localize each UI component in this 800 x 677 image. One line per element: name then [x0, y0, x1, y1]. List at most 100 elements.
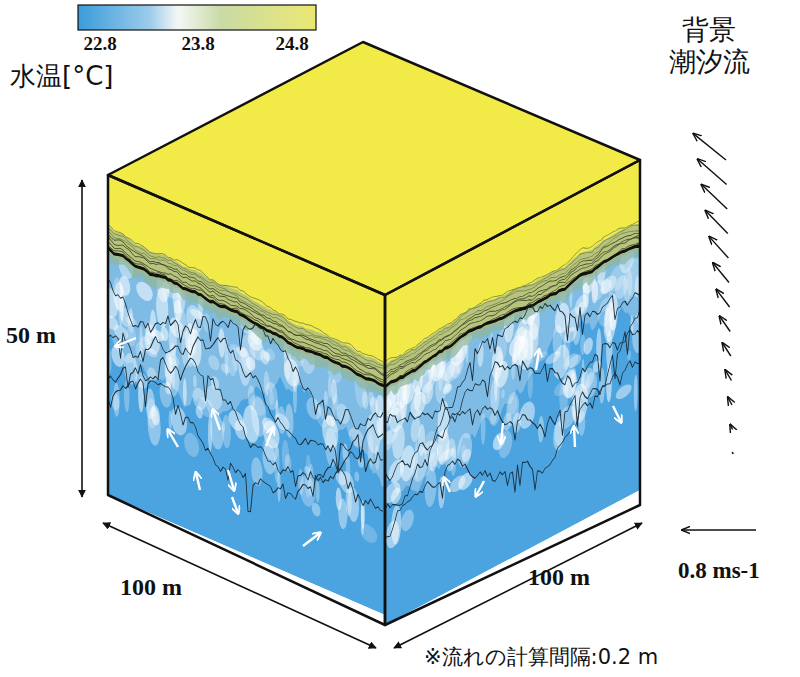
flow-arrow [444, 478, 450, 492]
ocean-texture [108, 260, 383, 444]
ocean-texture [251, 455, 262, 488]
ocean-texture [559, 376, 568, 416]
flow-arrow [196, 473, 200, 490]
ocean-texture [208, 414, 212, 453]
ocean-texture [316, 479, 320, 503]
ocean-texture [596, 327, 601, 366]
ocean-texture [366, 411, 380, 457]
tide-arrow [725, 370, 731, 381]
tidal-flow-arrows [693, 134, 733, 454]
flow-arrow [168, 430, 178, 447]
dimension-arrow [103, 523, 376, 648]
ocean-texture [260, 348, 269, 366]
ocean-texture [108, 322, 383, 524]
ocean-texture [360, 521, 377, 546]
tick-value: 22.8 [83, 33, 116, 55]
flow-arrow [266, 428, 273, 446]
flow-arrow [232, 497, 238, 513]
ocean-texture [336, 486, 342, 511]
ocean-texture [490, 410, 497, 426]
ocean-texture [528, 368, 533, 400]
ocean-texture [401, 507, 414, 534]
ocean-texture [571, 367, 576, 380]
tide-arrow [693, 134, 726, 160]
tide-arrow [732, 452, 733, 454]
ocean-texture [232, 342, 239, 373]
ocean-texture [324, 390, 328, 406]
flow-title: 背景 潮汐流 [650, 14, 768, 79]
ocean-texture [328, 375, 332, 399]
ocean-texture [425, 465, 437, 509]
tick-value: 23.8 [181, 33, 214, 55]
ocean-texture [481, 412, 486, 446]
flow-arrow [574, 427, 575, 447]
ocean-texture [385, 425, 398, 447]
ocean-texture [312, 501, 321, 518]
tide-arrow [728, 397, 732, 405]
ocean-texture [293, 379, 297, 414]
ocean-texture [634, 374, 638, 412]
flow-arrow [536, 350, 539, 370]
ocean-texture [111, 343, 124, 370]
flow-arrows [116, 338, 621, 546]
flow-arrow [476, 481, 484, 496]
dimension-label: 100 m [120, 574, 182, 602]
ocean-texture [222, 413, 231, 450]
dimension-label: 100 m [528, 564, 590, 592]
tide-arrow [722, 343, 730, 356]
ocean-texture [568, 352, 582, 371]
ocean-texture [385, 478, 400, 506]
ocean-texture [616, 382, 632, 402]
colour-bar [78, 5, 316, 30]
flow-arrow [303, 533, 320, 546]
ocean-texture [193, 374, 197, 389]
ocean-texture [391, 503, 401, 548]
dimension-arrow [81, 180, 83, 497]
ocean-texture [206, 382, 222, 413]
ocean-texture [184, 430, 199, 460]
ocean-texture [277, 469, 280, 502]
tide-arrow [719, 316, 730, 332]
top-face [108, 42, 640, 295]
tide-arrow [705, 211, 727, 234]
ocean-texture [182, 329, 191, 369]
ocean-texture [445, 380, 451, 394]
ocean-texture [601, 277, 611, 297]
tick-value: 24.8 [275, 33, 308, 55]
ocean-texture [385, 317, 640, 529]
ocean-texture [218, 327, 225, 359]
ocean-texture [165, 381, 171, 396]
ocean-texture [337, 401, 350, 426]
ocean-texture [354, 471, 359, 483]
side-outline [385, 160, 640, 625]
ocean-texture [108, 361, 383, 570]
ocean-texture [497, 327, 507, 364]
ocean-texture [615, 272, 628, 301]
scale-label: 0.8 ms-1 [678, 558, 760, 584]
ocean-texture [368, 390, 374, 408]
tide-arrow [730, 424, 733, 429]
dimension-label: 50 m [6, 322, 56, 350]
ocean-texture [248, 384, 255, 413]
ocean-texture [478, 341, 484, 369]
note: ※流れの計算間隔:0.2 m [424, 645, 658, 669]
ocean-texture [580, 333, 585, 357]
ocean-texture [519, 398, 535, 432]
ocean-texture [385, 356, 640, 570]
ocean-texture [511, 361, 515, 381]
flow-arrow [228, 470, 234, 490]
ocean-texture [438, 398, 450, 444]
flow-arrow [116, 338, 136, 346]
flow-arrow [501, 423, 503, 443]
ocean-texture [334, 392, 338, 411]
tide-arrow [709, 237, 728, 258]
front-outline [108, 175, 385, 625]
ocean-texture [605, 305, 612, 339]
axis-title: 水温[°C] [10, 62, 113, 92]
ocean-texture [493, 430, 505, 453]
ocean-texture [450, 473, 465, 496]
scale-arrow [682, 529, 756, 531]
ocean-texture [501, 388, 504, 399]
ocean-texture [513, 324, 526, 356]
flow-arrow [213, 410, 220, 430]
